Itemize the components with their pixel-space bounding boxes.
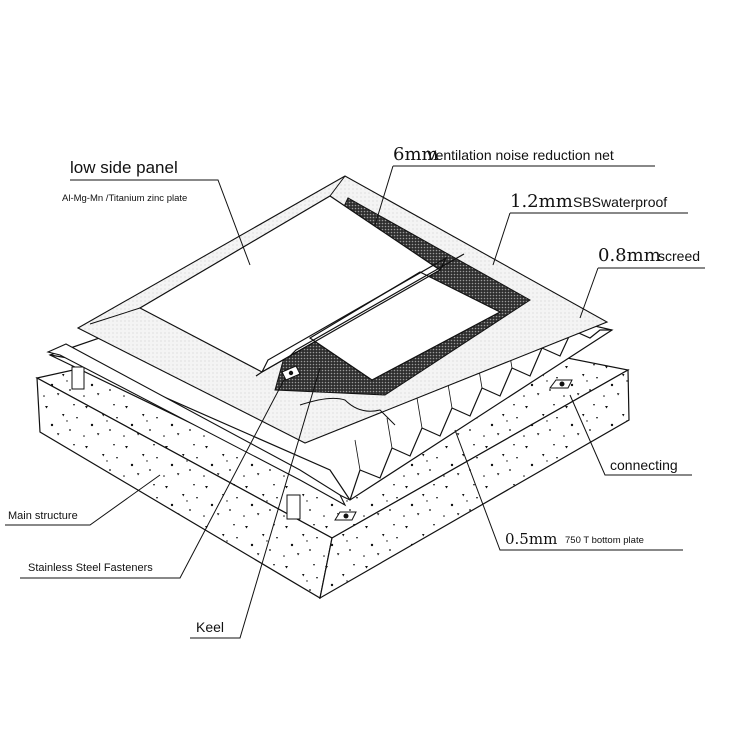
label-low-side-panel: low side panel [70, 158, 178, 177]
label-waterproof-size: 1.2mm [510, 191, 573, 212]
label-vent-net-size: 6mm [393, 144, 439, 165]
label-bottom-plate: 750 T bottom plate [565, 535, 644, 546]
membrane-fold [299, 397, 396, 426]
connecting-brackets [334, 379, 573, 521]
label-plate-material: Al-Mg-Mn /Titanium zinc plate [62, 193, 187, 204]
label-vent-net: Ventilation noise reduction net [427, 147, 614, 163]
panel-clip [281, 365, 301, 381]
leader-lines [5, 165, 705, 639]
label-screed-size: 0.8mm [598, 245, 661, 266]
label-bottom-plate-size: 0.5mm [505, 530, 557, 548]
label-screed: screed [658, 248, 700, 264]
keel-posts [71, 366, 301, 520]
panel-edge-flange [46, 343, 347, 507]
label-keel: Keel [196, 619, 224, 635]
label-waterproof: SBSwaterproof [573, 194, 667, 210]
panel-seam [255, 253, 465, 377]
slab-right-face [319, 368, 630, 600]
label-fasteners: Stainless Steel Fasteners [28, 562, 153, 574]
label-main-structure: Main structure [8, 510, 78, 522]
label-connecting: connecting [610, 457, 678, 473]
low-side-panels [46, 175, 502, 507]
